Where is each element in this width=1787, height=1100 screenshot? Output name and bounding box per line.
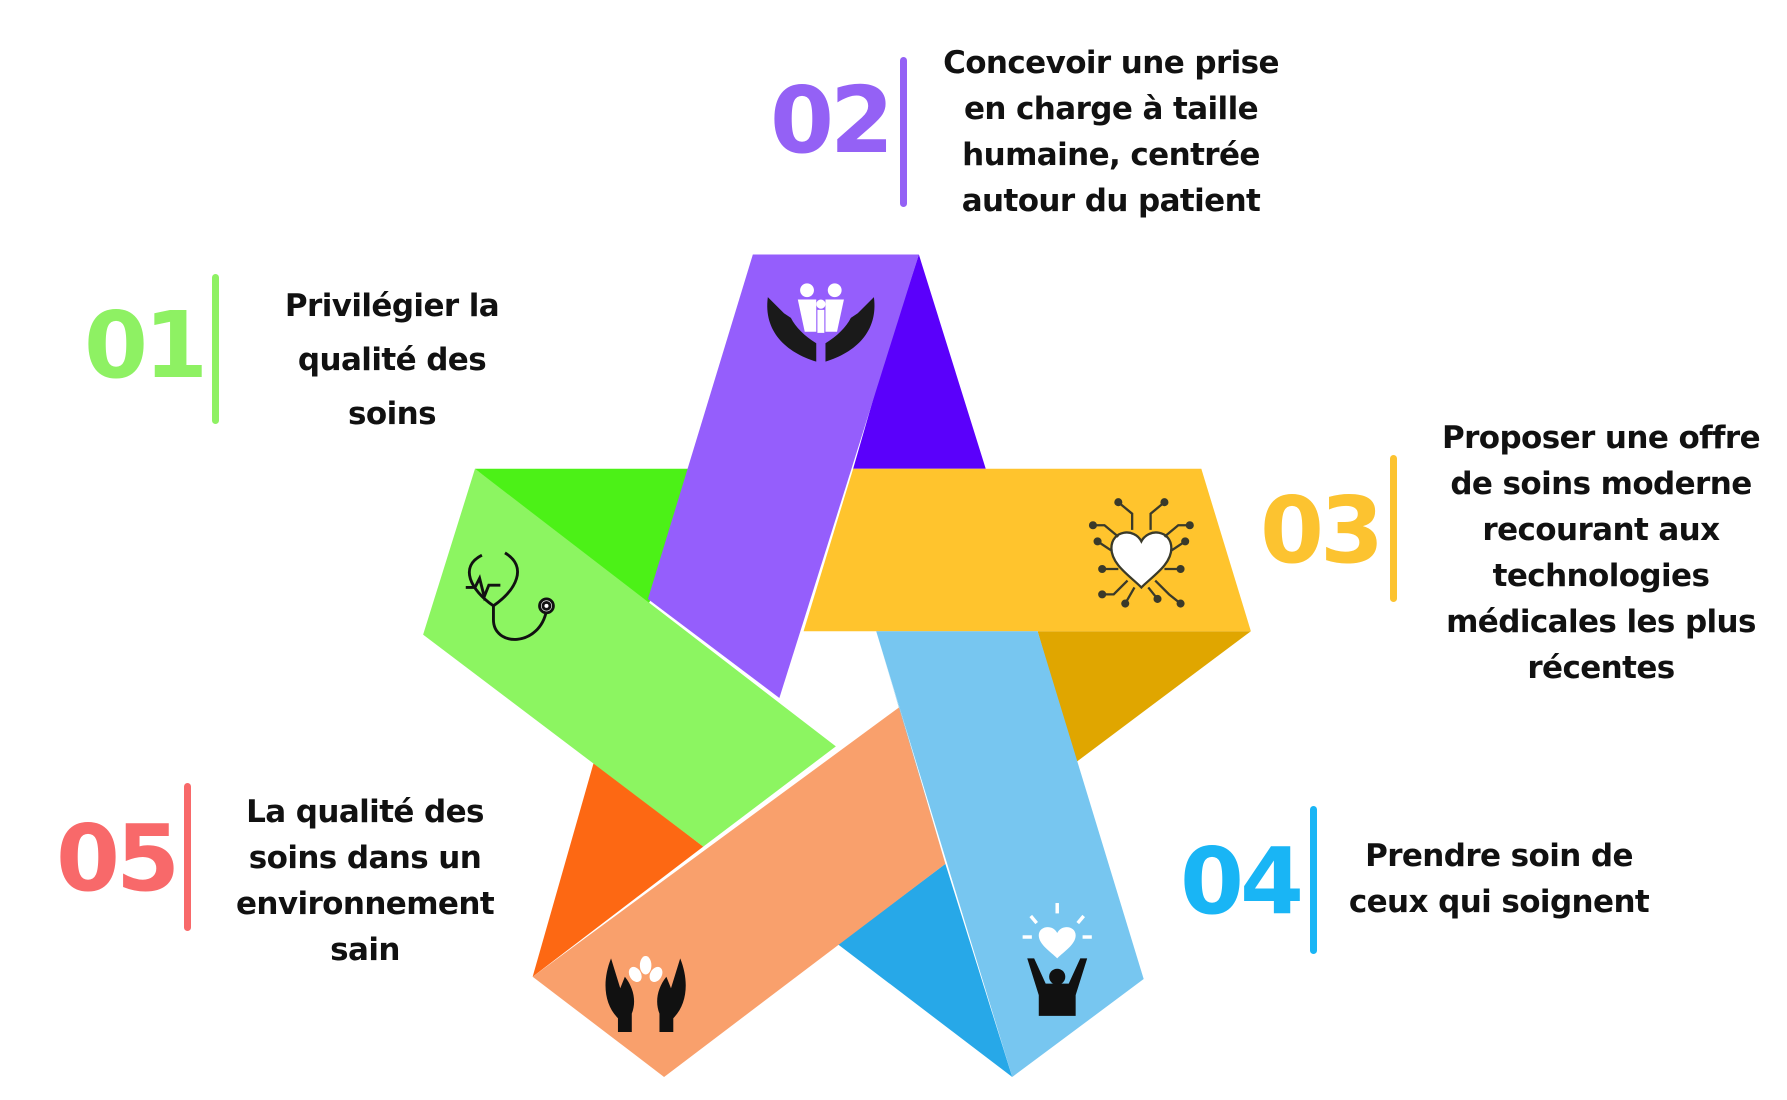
green-band [423, 468, 836, 847]
item-text-line: technologies [1492, 558, 1710, 594]
item-text-line: environnement [235, 886, 495, 922]
circuit-heart-icon [1088, 498, 1194, 608]
blue-band-overlap [876, 631, 946, 864]
item-divider-04 [1310, 806, 1317, 954]
hands-with-plant-icon [605, 956, 686, 1033]
item-text-line: Privilégier la [284, 288, 500, 324]
item-text-line: humaine, centrée [962, 137, 1260, 173]
item-text-04: Prendre soin de ceux qui soignent [1348, 833, 1650, 925]
item-text-05: La qualité des soins dans un environneme… [235, 789, 495, 973]
item-text-line: La qualité des [246, 794, 484, 830]
yellow-fold [1037, 631, 1251, 763]
purple-fold [853, 254, 986, 469]
item-number-02: 02 [770, 67, 894, 174]
item-text-line: médicales les plus [1446, 604, 1756, 640]
item-text-line: autour du patient [961, 183, 1261, 219]
item-text-line: Proposer une offre [1441, 420, 1761, 456]
item-text-line: qualité des [297, 342, 487, 378]
item-text-line: Prendre soin de [1365, 838, 1633, 874]
item-text-line: ceux qui soignent [1348, 884, 1650, 920]
item-text-line: soins [348, 396, 437, 432]
item-divider-03 [1390, 455, 1397, 602]
item-text-line: soins dans un [248, 840, 482, 876]
purple-band [647, 254, 919, 699]
item-divider-02 [900, 57, 907, 207]
item-divider-01 [212, 274, 219, 424]
item-text-line: en charge à taille [963, 91, 1259, 127]
item-text-line: Concevoir une prise [943, 45, 1279, 81]
orange-fold [532, 762, 704, 977]
item-text-01: Privilégier la qualité des soins [284, 283, 500, 437]
family-in-hands-icon [767, 283, 875, 362]
item-text-line: récentes [1527, 650, 1675, 686]
item-number-01: 01 [84, 292, 208, 399]
item-text-03: Proposer une offre de soins moderne reco… [1441, 415, 1761, 691]
green-fold [474, 468, 690, 609]
item-number-05: 05 [56, 805, 180, 912]
item-text-02: Concevoir une prise en charge à taille h… [943, 40, 1279, 224]
person-raising-heart-icon [1022, 903, 1092, 1016]
yellow-band [803, 468, 1251, 632]
orange-band [532, 707, 946, 1077]
stethoscope-icon [465, 551, 555, 641]
blue-band [876, 631, 1144, 1077]
item-text-line: de soins moderne [1450, 466, 1752, 502]
item-number-04: 04 [1180, 828, 1304, 935]
item-divider-05 [184, 783, 191, 931]
item-text-line: sain [330, 932, 400, 968]
item-number-03: 03 [1260, 477, 1384, 584]
item-text-line: recourant aux [1482, 512, 1720, 548]
blue-fold [838, 863, 1013, 1077]
